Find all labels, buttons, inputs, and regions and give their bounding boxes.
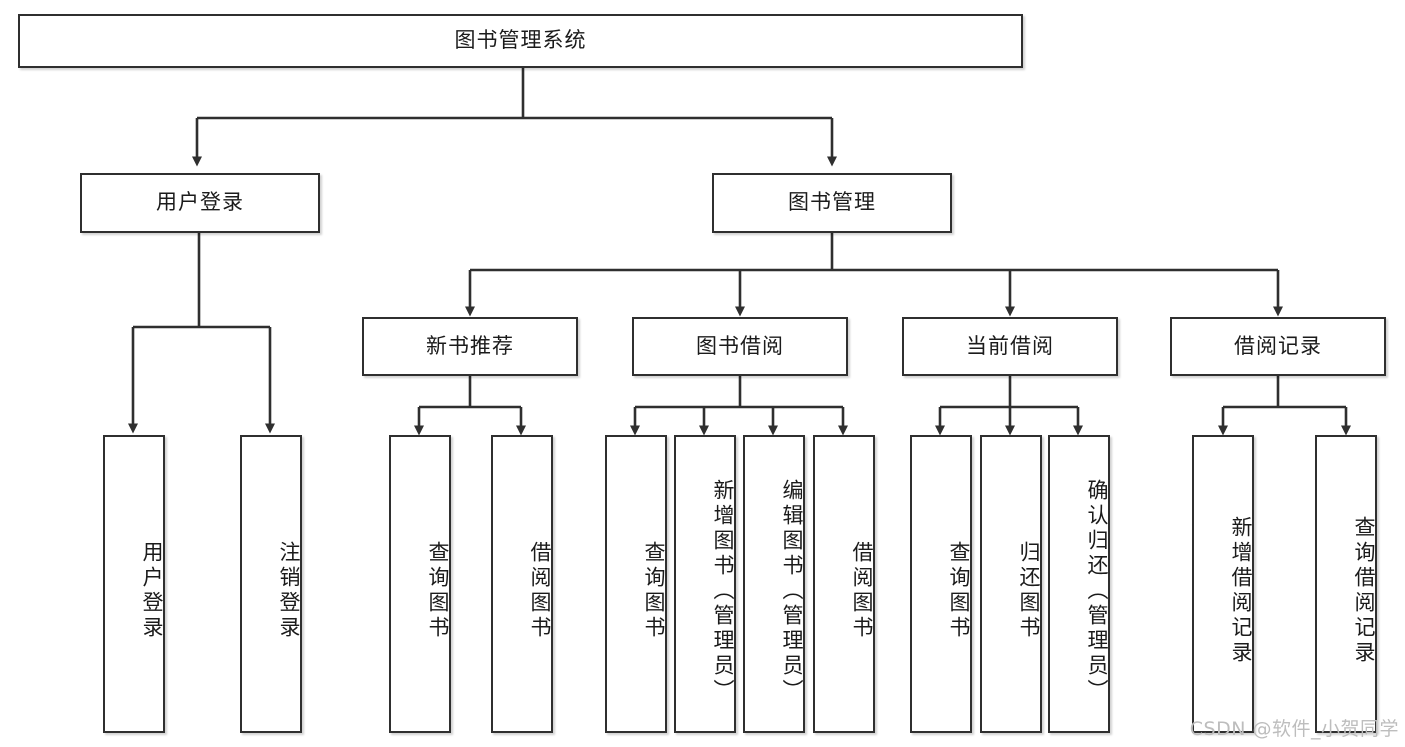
leaf-query-book-borrow-label: 查询图书 [642, 541, 666, 641]
node-current-borrow[interactable]: 当前借阅 [902, 317, 1118, 376]
node-book-management-label: 图书管理 [788, 190, 876, 215]
leaf-query-book-recommend[interactable]: 查询图书 [389, 435, 451, 733]
node-book-borrow[interactable]: 图书借阅 [632, 317, 848, 376]
leaf-confirm-return-admin[interactable]: 确认归还（管理员） [1048, 435, 1110, 733]
node-borrow-record-label: 借阅记录 [1234, 333, 1322, 358]
node-user-login-label: 用户登录 [156, 190, 244, 215]
leaf-query-book-borrow[interactable]: 查询图书 [605, 435, 667, 733]
leaf-query-borrow-record[interactable]: 查询借阅记录 [1315, 435, 1377, 733]
leaf-add-borrow-record[interactable]: 新增借阅记录 [1192, 435, 1254, 733]
node-borrow-record[interactable]: 借阅记录 [1170, 317, 1386, 376]
leaf-query-book-current-label: 查询图书 [947, 541, 971, 641]
leaf-add-book-admin-label: 新增图书（管理员） [711, 478, 735, 704]
leaf-borrow-book[interactable]: 借阅图书 [813, 435, 875, 733]
node-new-book-recommend-label: 新书推荐 [426, 333, 514, 358]
node-root-label: 图书管理系统 [454, 28, 587, 53]
leaf-add-borrow-record-label: 新增借阅记录 [1229, 516, 1253, 666]
leaf-user-login[interactable]: 用户登录 [103, 435, 165, 733]
leaf-logout-label: 注销登录 [277, 541, 301, 641]
leaf-query-book-current[interactable]: 查询图书 [910, 435, 972, 733]
leaf-query-borrow-record-label: 查询借阅记录 [1352, 516, 1376, 666]
node-root[interactable]: 图书管理系统 [18, 14, 1023, 68]
leaf-edit-book-admin-label: 编辑图书（管理员） [780, 478, 804, 704]
csdn-watermark: CSDN @软件_小贺同学 [1189, 718, 1399, 740]
leaf-borrow-book-recommend[interactable]: 借阅图书 [491, 435, 553, 733]
leaf-add-book-admin[interactable]: 新增图书（管理员） [674, 435, 736, 733]
leaf-query-book-recommend-label: 查询图书 [426, 541, 450, 641]
leaf-borrow-book-recommend-label: 借阅图书 [528, 541, 552, 641]
node-book-borrow-label: 图书借阅 [696, 333, 784, 358]
leaf-edit-book-admin[interactable]: 编辑图书（管理员） [743, 435, 805, 733]
node-book-management[interactable]: 图书管理 [712, 173, 952, 233]
leaf-return-book-label: 归还图书 [1017, 541, 1041, 641]
leaf-borrow-book-label: 借阅图书 [850, 541, 874, 641]
node-new-book-recommend[interactable]: 新书推荐 [362, 317, 578, 376]
leaf-return-book[interactable]: 归还图书 [980, 435, 1042, 733]
leaf-logout[interactable]: 注销登录 [240, 435, 302, 733]
leaf-user-login-label: 用户登录 [140, 541, 164, 641]
node-current-borrow-label: 当前借阅 [966, 333, 1054, 358]
node-user-login[interactable]: 用户登录 [80, 173, 320, 233]
leaf-confirm-return-admin-label: 确认归还（管理员） [1085, 478, 1109, 704]
